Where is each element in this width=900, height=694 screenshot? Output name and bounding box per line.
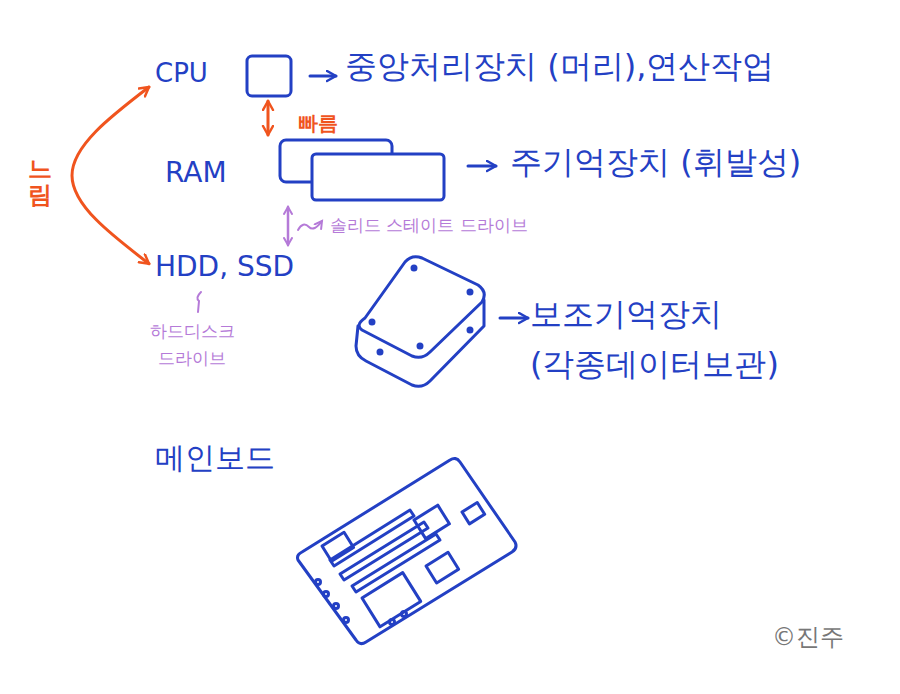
annotation-text: 중앙처리장치 (머리),연산작업 — [345, 46, 774, 88]
component-node: RAM — [165, 138, 448, 204]
connector — [267, 101, 270, 135]
speed-label: 빠름 — [298, 110, 338, 137]
part-icon — [278, 138, 448, 204]
watermark: ©진주 — [772, 622, 844, 653]
component-node: HDD, SSD — [155, 248, 299, 283]
component-node: CPU — [155, 54, 293, 98]
mainboard-illustration — [298, 458, 517, 643]
speed-label: 느림 — [28, 156, 52, 209]
component-name: RAM — [165, 138, 448, 189]
component-name: HDD, SSD — [155, 248, 299, 283]
annotation-text: 솔리드 스테이트 드라이브 — [330, 214, 528, 236]
pointer-arrow — [310, 75, 336, 78]
drive-illustration — [356, 257, 484, 387]
annotation-text: 하드디스크 드라이브 — [142, 318, 242, 372]
connector — [287, 207, 290, 245]
part-icon — [245, 54, 293, 98]
pointer-arrow — [500, 317, 528, 320]
component-name: CPU — [155, 54, 293, 88]
pointer-arrow — [468, 165, 496, 168]
connector — [72, 87, 149, 264]
leader-line — [197, 292, 201, 312]
annotation-text: 주기억장치 (휘발성) — [510, 142, 801, 184]
annotation-text: 보조기억장치 (각종데이터보관) — [530, 290, 850, 389]
leader-line — [298, 221, 322, 230]
annotation-text: 메인보드 — [155, 438, 275, 477]
